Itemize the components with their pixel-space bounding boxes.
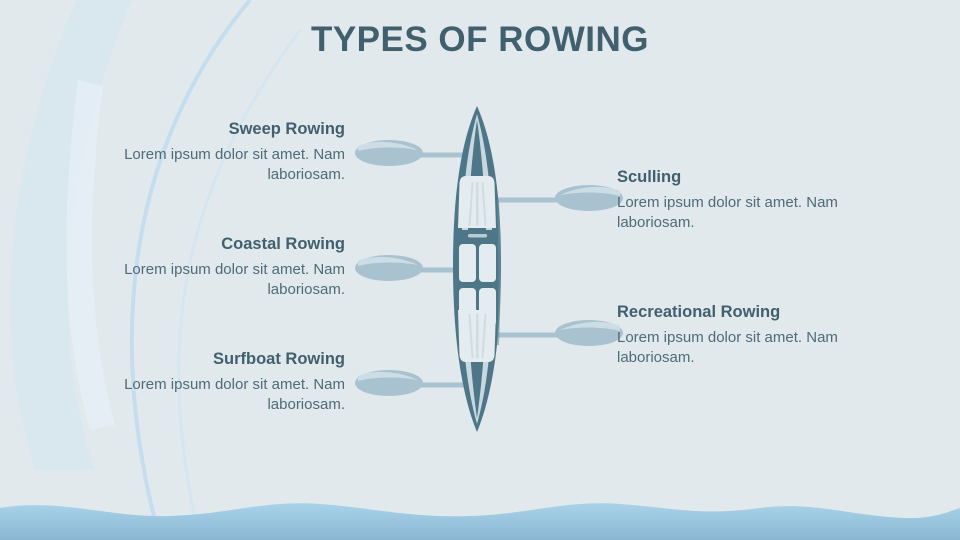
item-sculling[interactable]: Sculling Lorem ipsum dolor sit amet. Nam…	[617, 168, 867, 234]
item-surfboat-rowing[interactable]: Surfboat Rowing Lorem ipsum dolor sit am…	[110, 350, 345, 416]
item-recreational-title: Recreational Rowing	[617, 303, 781, 321]
item-sweep-rowing[interactable]: Sweep Rowing Lorem ipsum dolor sit amet.…	[110, 120, 345, 186]
oar-left-coastal	[355, 255, 482, 281]
item-coastal-rowing[interactable]: Coastal Rowing Lorem ipsum dolor sit ame…	[110, 235, 345, 301]
item-sweep-title: Sweep Rowing	[228, 120, 345, 138]
item-coastal-body: Lorem ipsum dolor sit amet. Nam laborios…	[124, 261, 345, 299]
item-surfboat-title: Surfboat Rowing	[213, 350, 345, 368]
item-coastal-title: Coastal Rowing	[221, 235, 345, 253]
item-sweep-body: Lorem ipsum dolor sit amet. Nam laborios…	[124, 146, 345, 184]
oar-left-surfboat	[355, 370, 482, 396]
boat-hull	[453, 106, 501, 432]
item-recreational-rowing[interactable]: Recreational Rowing Lorem ipsum dolor si…	[617, 303, 867, 369]
item-surfboat-body: Lorem ipsum dolor sit amet. Nam laborios…	[124, 376, 345, 414]
item-sculling-title: Sculling	[617, 168, 682, 186]
item-sculling-body: Lorem ipsum dolor sit amet. Nam laborios…	[617, 194, 838, 232]
item-recreational-body: Lorem ipsum dolor sit amet. Nam laborios…	[617, 329, 838, 367]
oar-right-recreational	[498, 320, 623, 346]
oar-left-sweep	[355, 140, 482, 166]
page-title: TYPES OF ROWING	[310, 20, 650, 59]
oar-right-sculling	[498, 185, 623, 211]
